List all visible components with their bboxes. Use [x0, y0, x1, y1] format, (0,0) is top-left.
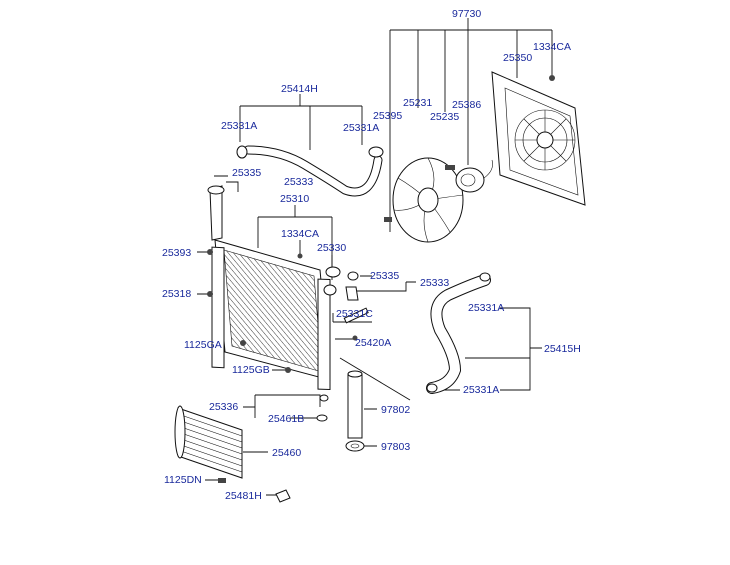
label-25414h: 25414H	[281, 83, 318, 95]
upper-hose	[236, 145, 384, 197]
label-25415h: 25415H	[544, 343, 581, 355]
bolt-1334ca-top	[549, 75, 555, 81]
label-25310: 25310	[280, 193, 309, 205]
label-25333-2: 25333	[420, 277, 449, 289]
oil-cooler	[174, 405, 291, 503]
fan-motor	[445, 159, 493, 193]
label-25481h: 25481H	[225, 490, 262, 502]
label-25350: 25350	[503, 52, 532, 64]
label-1334ca-mid: 1334CA	[281, 228, 319, 240]
label-25331a-1: 25331A	[221, 120, 257, 132]
label-25335-1: 25335	[232, 167, 261, 179]
fan-blade	[392, 157, 464, 243]
label-25330: 25330	[317, 242, 346, 254]
label-25461b: 25461B	[268, 413, 304, 425]
part-number-labels: 97730 1334CA 25350 25414H 25395 25231 25…	[162, 8, 581, 502]
label-25460: 25460	[272, 447, 301, 459]
label-25420a: 25420A	[355, 337, 391, 349]
label-1334ca-top: 1334CA	[533, 41, 571, 53]
label-25331a-4: 25331A	[463, 384, 499, 396]
fan-shroud	[491, 71, 586, 206]
lower-hose	[426, 272, 491, 394]
label-25331c: 25331C	[336, 308, 373, 320]
label-25395: 25395	[373, 110, 402, 122]
label-97803: 97803	[381, 441, 410, 453]
overflow-tube	[345, 370, 365, 452]
bolt-25395	[384, 217, 392, 222]
label-25235: 25235	[430, 111, 459, 123]
label-97802: 97802	[381, 404, 410, 416]
label-25386: 25386	[452, 99, 481, 111]
label-25331a-3: 25331A	[468, 302, 504, 314]
label-97730: 97730	[452, 8, 481, 20]
label-1125ga: 1125GA	[184, 339, 222, 351]
radiator-fittings	[207, 249, 369, 422]
radiator	[207, 185, 337, 391]
label-1125dn: 1125DN	[164, 474, 202, 486]
label-25231: 25231	[403, 97, 432, 109]
label-25336: 25336	[209, 401, 238, 413]
label-25393: 25393	[162, 247, 191, 259]
label-25318: 25318	[162, 288, 191, 300]
label-1125gb: 1125GB	[232, 364, 270, 376]
label-25335-2: 25335	[370, 270, 399, 282]
label-25331a-2: 25331A	[343, 122, 379, 134]
label-25333-1: 25333	[284, 176, 313, 188]
